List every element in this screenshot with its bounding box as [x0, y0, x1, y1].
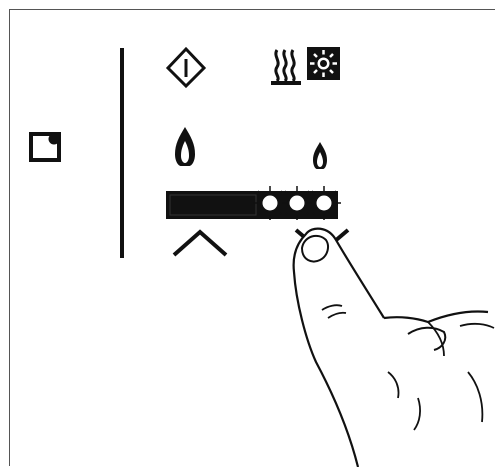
- flame-large-icon[interactable]: [171, 124, 199, 170]
- heat-waves-icon[interactable]: [270, 47, 304, 87]
- chevron-up-icon[interactable]: [170, 228, 230, 258]
- square-with-dot-icon[interactable]: [28, 131, 64, 167]
- sun-light-icon[interactable]: [307, 47, 341, 81]
- vertical-divider: [120, 48, 124, 258]
- power-dot-3: [307, 186, 341, 220]
- diamond-start-icon[interactable]: [164, 46, 208, 90]
- flame-small-icon[interactable]: [309, 140, 331, 172]
- pointing-finger-icon: [288, 222, 496, 467]
